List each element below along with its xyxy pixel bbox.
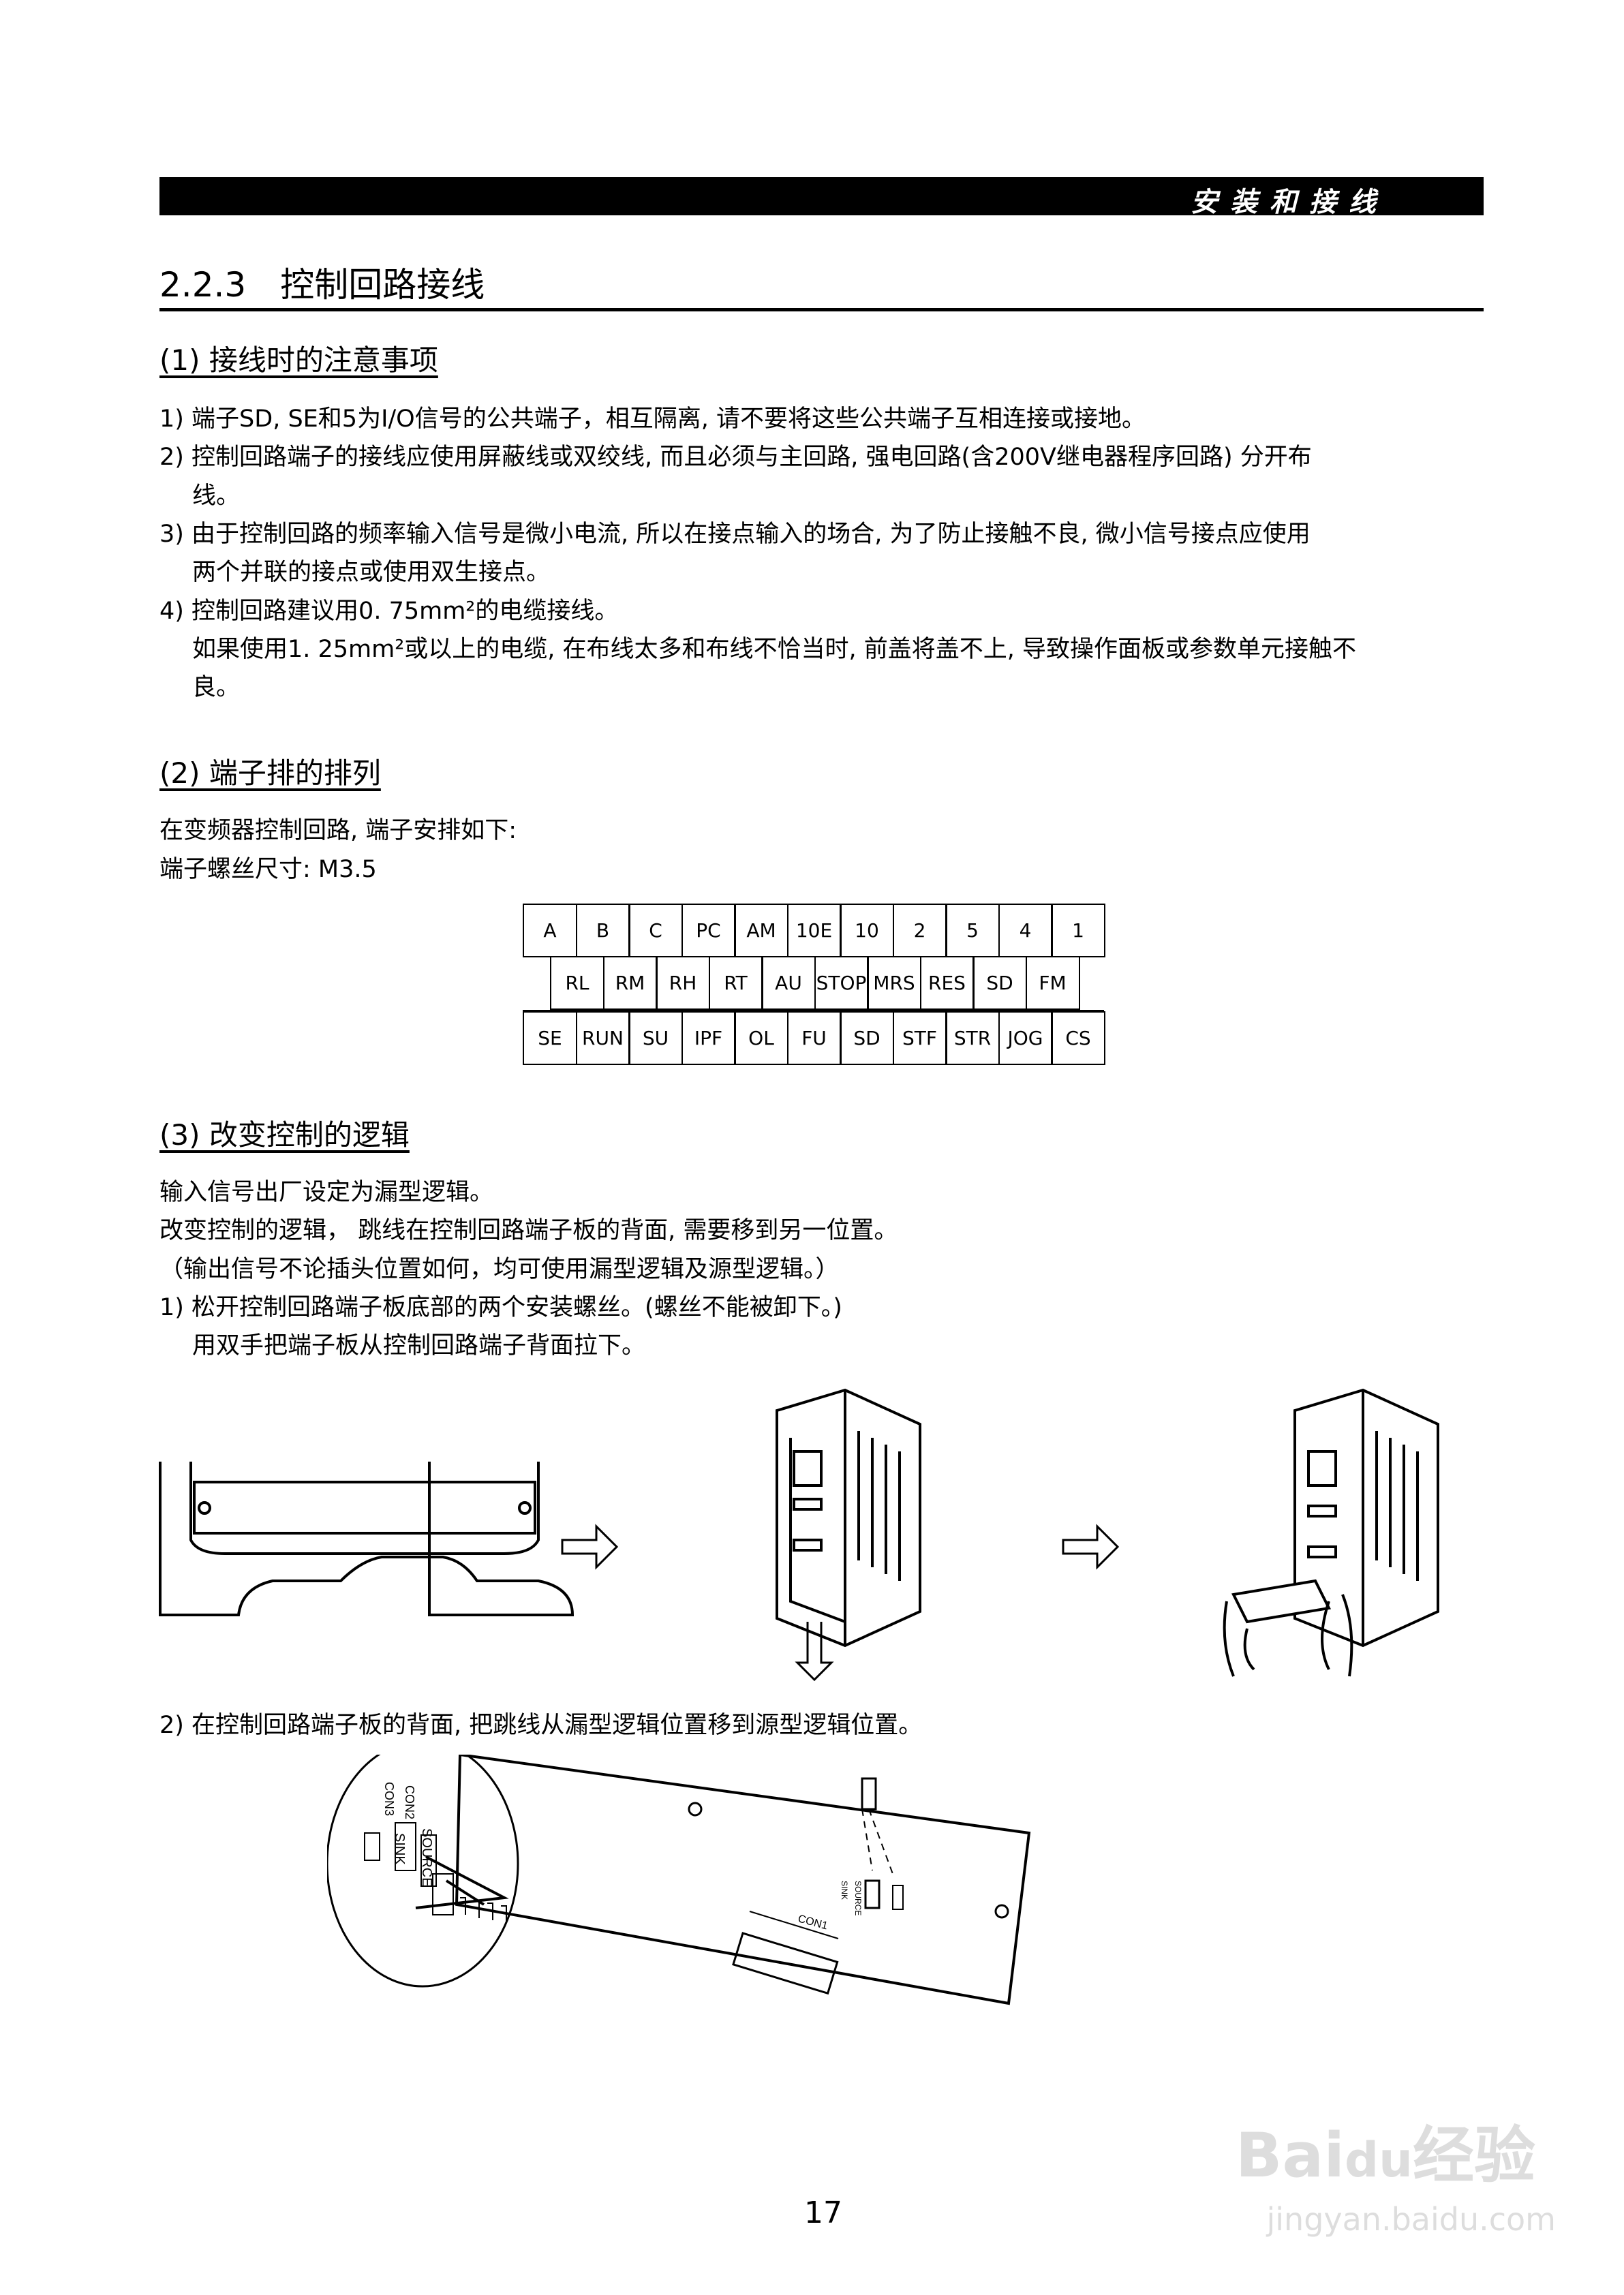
terminal-cell: STOP [814, 956, 869, 1010]
text-line: 1) 松开控制回路端子板底部的两个安装螺丝。(螺丝不能被卸下。) [159, 1294, 842, 1321]
terminal-cell: 4 [998, 904, 1053, 957]
terminal-cell: SD [972, 956, 1027, 1010]
removal-steps-figure [159, 1388, 1439, 1682]
text-line: （输出信号不论插头位置如何，均可使用漏型逻辑及源型逻辑。） [159, 1256, 840, 1283]
text-line: 在变频器控制回路, 端子安排如下: [159, 817, 517, 844]
terminal-cell: OL [734, 1011, 788, 1065]
con3-label: CON3 [382, 1782, 396, 1816]
text-line: 1) 端子SD, SE和5为I/O信号的公共端子，相互隔离, 请不要将这些公共端… [159, 405, 1146, 433]
page-number: 17 [804, 2196, 842, 2230]
terminal-cover-figure [159, 1462, 574, 1616]
watermark-url: jingyan.baidu.com [1266, 2201, 1557, 2238]
terminal-cell: 10E [786, 904, 842, 957]
terminal-cell: SE [523, 1011, 577, 1065]
terminal-cell: RUN [575, 1011, 630, 1065]
text-line: 两个并联的接点或使用双生接点。 [192, 559, 551, 586]
terminal-cell: STF [892, 1011, 947, 1065]
terminal-cell: FM [1025, 956, 1080, 1010]
section-title: 2.2.3 控制回路接线 [159, 265, 485, 305]
text-line: 线。 [192, 482, 241, 510]
arrow-icon [561, 1524, 619, 1570]
divider [159, 308, 1484, 311]
con2-label: CON2 [403, 1785, 416, 1819]
watermark-logo: Baidu经验 [1235, 2120, 1535, 2191]
terminal-cell: RES [919, 956, 975, 1010]
text-line: 端子螺丝尺寸: M3.5 [159, 856, 377, 883]
terminal-cell: SU [628, 1011, 683, 1065]
arrow-icon [1062, 1524, 1120, 1570]
part2-heading: (2) 端子排的排列 [159, 756, 381, 790]
terminal-cell: A [523, 904, 577, 957]
terminal-cell: PC [681, 904, 736, 957]
con1-label: CON1 [797, 1913, 829, 1932]
terminal-cell: STR [945, 1011, 1000, 1065]
inverter-pull-down-figure [776, 1388, 921, 1682]
part1-heading: (1) 接线时的注意事项 [159, 343, 438, 377]
terminal-cell: JOG [998, 1011, 1053, 1065]
terminal-cell: B [575, 904, 630, 957]
terminal-cell: FU [786, 1011, 842, 1065]
text-line: 4) 控制回路建议用0. 75mm²的电缆接线。 [159, 598, 619, 625]
control-board-jumper-figure: CON3 CON2 SINK SOURCE SINK SOURCE CON1 [327, 1755, 1031, 2005]
header-title: 安装和接线 [1191, 187, 1388, 218]
terminal-cell: AU [761, 956, 816, 1010]
sink-label-small: SINK [840, 1881, 849, 1900]
source-label: SOURCE [419, 1828, 434, 1887]
text-line: 如果使用1. 25mm²或以上的电缆, 在布线太多和布线不恰当时, 前盖将盖不上… [192, 636, 1357, 663]
terminal-cell: RL [550, 956, 604, 1010]
terminal-cell: 5 [945, 904, 1000, 957]
step2-text: 2) 在控制回路端子板的背面, 把跳线从漏型逻辑位置移到源型逻辑位置。 [159, 1712, 923, 1739]
inverter-hands-figure [1223, 1388, 1439, 1677]
text-line: 用双手把端子板从控制回路端子背面拉下。 [192, 1332, 646, 1359]
terminal-cell: RM [602, 956, 658, 1010]
sink-label: SINK [392, 1833, 407, 1865]
terminal-cell: RT [708, 956, 763, 1010]
part3-heading: (3) 改变控制的逻辑 [159, 1118, 410, 1152]
terminal-cell: IPF [681, 1011, 736, 1065]
text-line: 2) 控制回路端子的接线应使用屏蔽线或双绞线, 而且必须与主回路, 强电回路(含… [159, 444, 1312, 471]
text-line: 3) 由于控制回路的频率输入信号是微小电流, 所以在接点输入的场合, 为了防止接… [159, 521, 1311, 548]
terminal-cell: MRS [867, 956, 921, 1010]
terminal-cell: C [628, 904, 683, 957]
text-line: 改变控制的逻辑， 跳线在控制回路端子板的背面, 需要移到另一位置。 [159, 1217, 898, 1244]
terminal-cell: 1 [1051, 904, 1105, 957]
terminal-cell: RH [656, 956, 710, 1010]
source-label-small: SOURCE [853, 1881, 863, 1915]
terminal-cell: CS [1051, 1011, 1105, 1065]
text-line: 输入信号出厂设定为漏型逻辑。 [159, 1179, 494, 1206]
terminal-cell: 10 [840, 904, 894, 957]
terminal-cell: AM [734, 904, 788, 957]
terminal-cell: 2 [892, 904, 947, 957]
terminal-cell: SD [840, 1011, 894, 1065]
text-line: 良。 [192, 674, 241, 701]
header-bar: 安装和接线 [159, 177, 1484, 218]
